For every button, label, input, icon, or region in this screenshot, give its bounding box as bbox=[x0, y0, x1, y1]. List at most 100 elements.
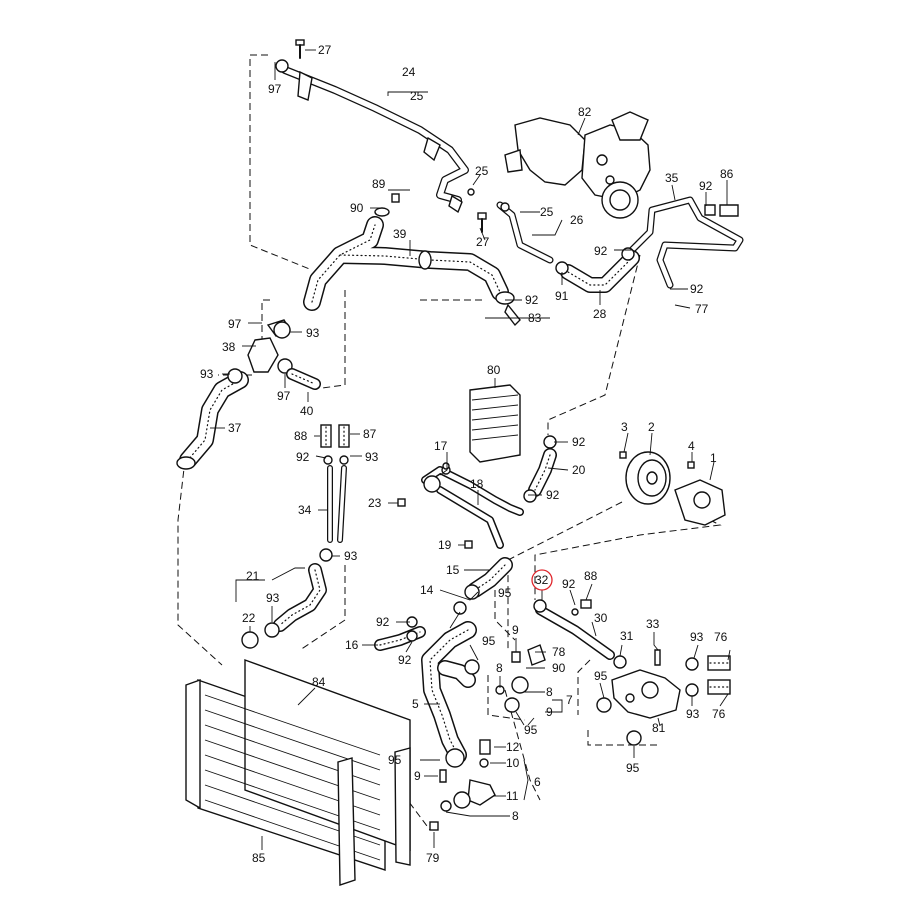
callout-93: 93 bbox=[266, 591, 280, 605]
callout-32: 32 bbox=[535, 573, 549, 587]
callout-4: 4 bbox=[688, 439, 695, 453]
pipe-35 bbox=[628, 196, 744, 289]
callout-8: 8 bbox=[512, 809, 519, 823]
callout-88: 88 bbox=[294, 429, 308, 443]
turbocharger bbox=[504, 111, 651, 219]
callout-21: 21 bbox=[246, 569, 260, 583]
callout-97: 97 bbox=[268, 82, 282, 96]
hose-37 bbox=[176, 368, 249, 470]
callout-5: 5 bbox=[412, 697, 419, 711]
callout-97: 97 bbox=[277, 389, 291, 403]
t-connector-38 bbox=[247, 319, 321, 390]
callout-91: 91 bbox=[555, 289, 569, 303]
callout-92: 92 bbox=[562, 577, 576, 591]
callout-92: 92 bbox=[376, 615, 390, 629]
callout-92: 92 bbox=[699, 179, 713, 193]
callout-9: 9 bbox=[546, 705, 553, 719]
callout-8: 8 bbox=[496, 661, 503, 675]
highlight-ring-32 bbox=[531, 569, 553, 591]
coolant-pipe-18 bbox=[397, 462, 524, 549]
leader-lines bbox=[210, 49, 731, 850]
callout-10: 10 bbox=[506, 756, 520, 770]
callout-92: 92 bbox=[525, 293, 539, 307]
hose-28 bbox=[555, 247, 640, 293]
callout-35: 35 bbox=[665, 171, 679, 185]
callout-90: 90 bbox=[552, 661, 566, 675]
callout-92: 92 bbox=[296, 450, 310, 464]
callout-33: 33 bbox=[646, 617, 660, 631]
water-pump-pulley bbox=[619, 451, 726, 526]
callout-22: 22 bbox=[242, 611, 256, 625]
callout-90: 90 bbox=[350, 201, 364, 215]
callout-11: 11 bbox=[506, 789, 519, 803]
callout-84: 84 bbox=[312, 675, 326, 689]
callout-76: 76 bbox=[714, 630, 728, 644]
callout-76: 76 bbox=[712, 707, 726, 721]
hoses-87-88-34 bbox=[319, 424, 350, 562]
callout-6: 6 bbox=[534, 775, 541, 789]
callout-9: 9 bbox=[512, 623, 519, 637]
callout-27: 27 bbox=[476, 235, 490, 249]
callout-93: 93 bbox=[686, 707, 700, 721]
callout-92: 92 bbox=[594, 244, 608, 258]
callout-83: 83 bbox=[528, 311, 542, 325]
callout-38: 38 bbox=[222, 340, 236, 354]
callout-97: 97 bbox=[228, 317, 242, 331]
callout-labels: 27 97 24 25 82 25 89 90 25 26 27 35 92 8… bbox=[200, 43, 734, 865]
callout-25: 25 bbox=[410, 89, 424, 103]
screw-27 bbox=[295, 39, 305, 59]
callout-78: 78 bbox=[552, 645, 566, 659]
callout-19: 19 bbox=[438, 538, 452, 552]
upper-coolant-pipe bbox=[275, 59, 475, 214]
connector-group bbox=[464, 644, 546, 713]
hose-39 bbox=[303, 193, 521, 327]
callout-82: 82 bbox=[578, 105, 592, 119]
callout-9: 9 bbox=[414, 769, 421, 783]
callout-86: 86 bbox=[720, 167, 734, 181]
callout-34: 34 bbox=[298, 503, 312, 517]
callout-93: 93 bbox=[306, 326, 320, 340]
hose-5 bbox=[421, 621, 477, 768]
callout-3: 3 bbox=[621, 420, 628, 434]
callout-14: 14 bbox=[420, 583, 434, 597]
callout-81: 81 bbox=[652, 721, 666, 735]
callout-23: 23 bbox=[368, 496, 382, 510]
callout-93: 93 bbox=[365, 450, 379, 464]
hose-16 bbox=[374, 616, 426, 651]
callout-39: 39 bbox=[393, 227, 407, 241]
callout-17: 17 bbox=[434, 439, 448, 453]
radiator bbox=[185, 659, 439, 886]
callout-93: 93 bbox=[200, 367, 214, 381]
callout-24: 24 bbox=[402, 65, 416, 79]
callout-92: 92 bbox=[690, 282, 704, 296]
callout-85: 85 bbox=[252, 851, 266, 865]
turbo-coolant-pipe bbox=[477, 201, 554, 264]
hose-21-22 bbox=[241, 563, 327, 649]
callout-77: 77 bbox=[695, 302, 709, 316]
callout-80: 80 bbox=[487, 363, 501, 377]
callout-92: 92 bbox=[398, 653, 412, 667]
callout-25: 25 bbox=[540, 205, 554, 219]
callout-30: 30 bbox=[594, 611, 608, 625]
callout-95: 95 bbox=[482, 634, 496, 648]
callout-31: 31 bbox=[620, 629, 634, 643]
callout-7: 7 bbox=[566, 693, 573, 707]
callout-95: 95 bbox=[388, 753, 402, 767]
callout-92: 92 bbox=[572, 435, 586, 449]
callout-12: 12 bbox=[506, 740, 520, 754]
callout-95: 95 bbox=[498, 586, 512, 600]
callout-37: 37 bbox=[228, 421, 242, 435]
oil-cooler bbox=[469, 384, 521, 463]
callout-2: 2 bbox=[648, 420, 655, 434]
callout-28: 28 bbox=[593, 307, 607, 321]
callout-25: 25 bbox=[475, 164, 489, 178]
callout-20: 20 bbox=[572, 463, 586, 477]
hose-20 bbox=[523, 435, 557, 503]
callout-40: 40 bbox=[300, 404, 314, 418]
callout-95: 95 bbox=[594, 669, 608, 683]
callout-87: 87 bbox=[363, 427, 377, 441]
lower-connector-group bbox=[439, 739, 496, 812]
callout-93: 93 bbox=[344, 549, 358, 563]
callout-89: 89 bbox=[372, 177, 386, 191]
